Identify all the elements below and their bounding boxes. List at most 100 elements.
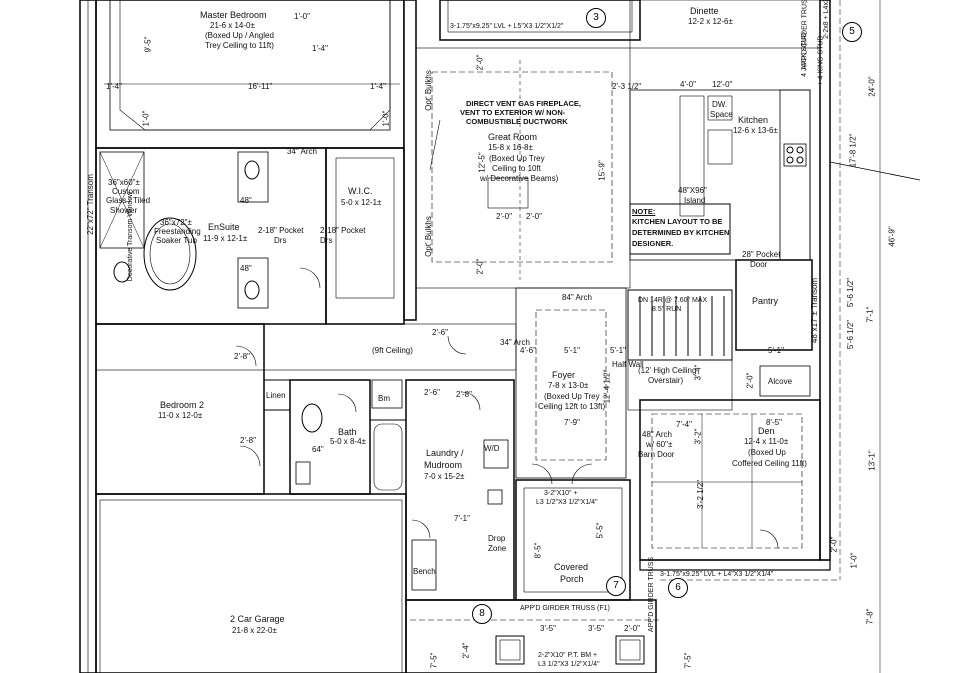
section-tag-8: 8 <box>472 604 492 624</box>
dim-8-5: 8'-5" <box>533 542 543 559</box>
great-room-name: Great Room <box>488 132 538 142</box>
dim-5-1: 5'-1" <box>564 346 580 355</box>
ensuite-name: EnSuite <box>208 222 240 232</box>
dim-15-9: 15'-9" <box>597 160 607 181</box>
laundry-name2: Mudroom <box>424 460 463 470</box>
ceiling-12-label-1: (12' High Ceiling <box>638 366 697 375</box>
bulkhead-label-2: Opt' Bulkhs <box>423 216 433 257</box>
dim-3-5a: 3'-5" <box>540 624 556 633</box>
dim-2-8b: 2'-8" <box>240 436 256 445</box>
wic-walls <box>325 147 405 325</box>
garage-walls <box>95 493 407 673</box>
bedroom-2-name: Bedroom 2 <box>160 400 205 410</box>
dim-7-8: 7'-8" <box>865 608 875 625</box>
tub-note-3: Soaker Tub <box>156 236 197 245</box>
decorative-transom-label: Decorative Transom Window <box>127 191 135 282</box>
dim-3-5b: 3'-5" <box>588 624 604 633</box>
fireplace-note-3: COMBUSTIBLE DUCTWORK <box>466 117 568 126</box>
foyer-note2: Ceiling 12ft to 13ft) <box>538 402 606 411</box>
dim-2-8a: 2'-8" <box>234 352 250 361</box>
dim-7-9: 7'-9" <box>564 418 580 427</box>
shower-note-2: Custom <box>112 187 140 196</box>
jack-stud-label-2: + 4 KING STUD <box>817 35 825 86</box>
pocket-door-note-2b: Drs <box>320 236 333 245</box>
dim-3-2: 3'-2" <box>693 428 703 445</box>
dim-2-0g: 2'-0" <box>745 372 755 389</box>
dim-16-11: 16'-11" <box>248 82 273 91</box>
pocket-door-note-1: 2-18" Pocket <box>258 226 304 235</box>
dim-7-5: 7'-5" <box>429 652 439 669</box>
foyer-name: Foyer <box>552 370 576 380</box>
dim-5-1b: 5'-1" <box>610 346 626 355</box>
den-note2: Coffered Ceiling 11ft) <box>732 459 807 468</box>
foyer-walls <box>515 287 627 479</box>
dw-label-2: Space <box>710 110 733 119</box>
dim-5-6-12b: 5'-6 1/2" <box>846 319 856 350</box>
den-size: 12-4 x 11-0± <box>744 437 789 446</box>
garage-size: 21-8 x 22-0± <box>232 626 277 635</box>
dim-2-0e: 2'-0" <box>829 536 839 553</box>
great-room-note1: (Boxed Up Trey <box>489 154 545 163</box>
dim-12-5: 12'-5" <box>477 152 487 173</box>
transom-label: 22"x72" Transom <box>85 174 95 235</box>
porch-beam-label-3: 2-2"X10" P.T. BM + <box>538 652 598 659</box>
fireplace-note-2: VENT TO EXTERIOR W/ NON- <box>460 108 566 117</box>
porch-beam-label-4: L3 1/2"X3 1/2"X1/4" <box>538 661 600 668</box>
ensuite-size: 11-9 x 12-1± <box>203 234 248 243</box>
master-bedroom-name: Master Bedroom <box>200 10 267 20</box>
arch-34b-label: 34" Arch <box>500 338 530 347</box>
dim-3-2-12: 3'-2 1/2" <box>696 479 706 510</box>
dinette-name: Dinette <box>690 6 719 16</box>
dim-2-0d: 2'-0" <box>475 258 485 275</box>
dim-17-8-12: 17'-8 1/2" <box>848 133 858 168</box>
dim-4-6: 4'-6" <box>520 346 536 355</box>
porch-name: Covered <box>554 562 589 572</box>
great-room-size: 15-8 x 16-8± <box>488 143 533 152</box>
arch-48-label-1: 48" Arch <box>642 430 672 439</box>
dim-1-0c: 1'-0" <box>381 110 391 127</box>
half-wall-label: Half Wall <box>612 360 644 369</box>
lvl-beam-label-1: 3-1.75"x9.25" LVL + L5"X3 1/2"X1/2" <box>450 23 564 30</box>
section-tag-5: 5 <box>842 22 862 42</box>
dim-2-4: 2'-4" <box>461 642 471 659</box>
tub-note-2: Freestanding <box>154 227 201 236</box>
laundry-size: 7-0 x 15-2± <box>424 472 465 481</box>
dim-1-0d: 1'-0" <box>849 552 859 569</box>
dim-2-0c: 2'-0" <box>526 212 542 221</box>
dim-48b: 48" <box>240 264 252 273</box>
kitchen-name: Kitchen <box>738 115 769 125</box>
dim-7-1b: 7'-1" <box>454 514 470 523</box>
dim-8-5b: 8'-5" <box>766 418 782 427</box>
dw-label-1: DW. <box>712 100 728 109</box>
wic-size: 5-0 x 12-1± <box>341 198 382 207</box>
dim-64: 64" <box>312 445 324 454</box>
dinette-size: 12-2 x 12-6± <box>688 17 733 26</box>
bm-label: Bm <box>378 394 390 403</box>
girder-label-3: APP'D GIRDER TRUSS <box>648 556 656 633</box>
dim-13-1: 13'-1" <box>867 450 877 471</box>
great-room-note2: Ceiling to 10ft <box>492 164 541 173</box>
drop-zone-label2: Zone <box>488 544 507 553</box>
master-bedroom-size: 21-6 x 14-0± <box>210 21 255 30</box>
fireplace-note-1: DIRECT VENT GAS FIREPLACE, <box>466 99 582 108</box>
shower-note-1: 36"x60"± <box>108 178 140 187</box>
dim-2-3-12: 2'-3 1/2" <box>612 82 642 91</box>
island-label-1: 48"X96" <box>678 186 707 195</box>
pocket-door-note-2: 2-18" Pocket <box>320 226 366 235</box>
transom-label-2: 48"x17"± Transom <box>810 277 820 344</box>
kitchen-note-3: DESIGNER. <box>632 239 674 248</box>
dim-24-0: 24'-0" <box>867 76 877 97</box>
kitchen-size: 12-6 x 13-6± <box>733 126 778 135</box>
porch-beam-label-1: 3-2"X10" + <box>544 490 578 497</box>
kitchen-note-2: DETERMINED BY KITCHEN <box>632 228 730 237</box>
shower-note-3: Glass / Tiled <box>106 196 151 205</box>
porch-beam-label-2: L3 1/2"X3 1/2"X1/4" <box>536 499 598 506</box>
dim-2-0b: 2'-0" <box>496 212 512 221</box>
dim-1-0: 1'-0" <box>294 12 310 21</box>
pocket-door-note-1b: Drs <box>274 236 287 245</box>
dim-48a: 48" <box>240 196 252 205</box>
dim-5-6-12a: 5'-6 1/2" <box>846 277 856 308</box>
shower-note-4: Shower <box>110 206 138 215</box>
section-tag-6: 6 <box>668 578 688 598</box>
pocket-door-note-3b: Door <box>750 260 768 269</box>
